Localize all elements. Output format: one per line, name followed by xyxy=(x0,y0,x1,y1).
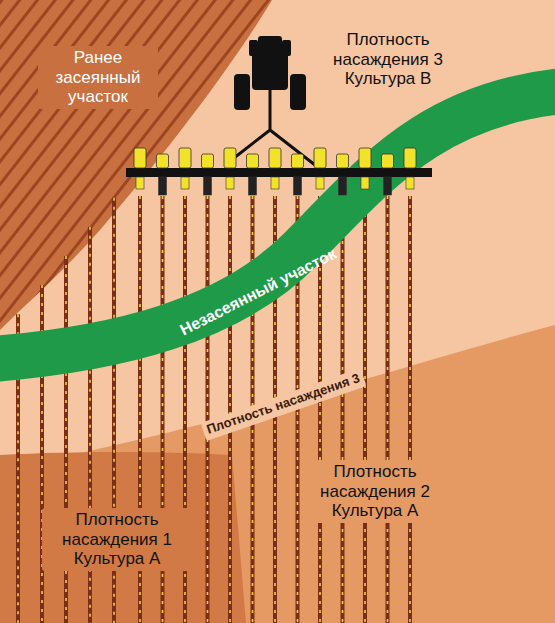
row-unit xyxy=(159,177,167,195)
seed-dots xyxy=(364,196,366,623)
seed-hopper xyxy=(247,154,259,168)
seed-row xyxy=(363,196,367,623)
seed-row xyxy=(341,196,345,623)
seed-hopper xyxy=(404,148,416,168)
seed-hopper xyxy=(202,154,214,168)
tractor-wheel xyxy=(249,40,258,56)
row-unit xyxy=(136,177,144,189)
planter xyxy=(126,148,432,195)
seed-hopper xyxy=(337,154,349,168)
toolbar xyxy=(126,168,432,177)
seed-hopper xyxy=(224,148,236,168)
region-label: Плотность насаждения 2 Культура А xyxy=(300,460,450,523)
seed-row xyxy=(228,196,232,623)
seed-dots xyxy=(409,196,411,623)
seed-row xyxy=(386,196,390,623)
tractor-wheel xyxy=(290,74,306,110)
row-unit xyxy=(361,177,369,189)
seed-hopper xyxy=(292,154,304,168)
seed-hopper xyxy=(314,148,326,168)
seed-hopper xyxy=(134,148,146,168)
row-unit xyxy=(294,177,302,195)
seed-rows xyxy=(18,196,410,623)
seed-row xyxy=(206,196,210,623)
row-unit xyxy=(204,177,212,195)
seed-dots xyxy=(229,196,231,623)
row-unit xyxy=(226,177,234,189)
seed-hopper xyxy=(269,148,281,168)
seed-dots xyxy=(342,196,344,623)
tractor xyxy=(225,36,315,165)
region-label: Плотность насаждения 3 Культура В xyxy=(318,28,458,91)
row-unit xyxy=(406,177,414,189)
seed-dots xyxy=(207,196,209,623)
region-label: Незасеянный участок xyxy=(172,241,343,343)
region-label: Ранее засеянный участок xyxy=(38,46,158,109)
row-unit xyxy=(271,177,279,189)
tractor-body xyxy=(252,52,288,90)
seed-hopper xyxy=(179,148,191,168)
seed-hopper xyxy=(382,154,394,168)
region-label: Плотность насаждения 1 Культура А xyxy=(42,508,192,571)
unseeded-band xyxy=(0,90,555,360)
row-unit xyxy=(384,177,392,195)
row-unit xyxy=(339,177,347,195)
seed-hopper xyxy=(359,148,371,168)
seed-dots xyxy=(387,196,389,623)
seed-row xyxy=(408,196,412,623)
tractor-wheel xyxy=(234,74,250,110)
region-label: Плотность насаждения 3 xyxy=(200,368,366,441)
row-unit xyxy=(316,177,324,189)
seed-hopper xyxy=(157,154,169,168)
row-unit xyxy=(249,177,257,195)
row-unit xyxy=(181,177,189,189)
tractor-hood xyxy=(258,36,282,56)
tractor-wheel xyxy=(282,40,291,56)
